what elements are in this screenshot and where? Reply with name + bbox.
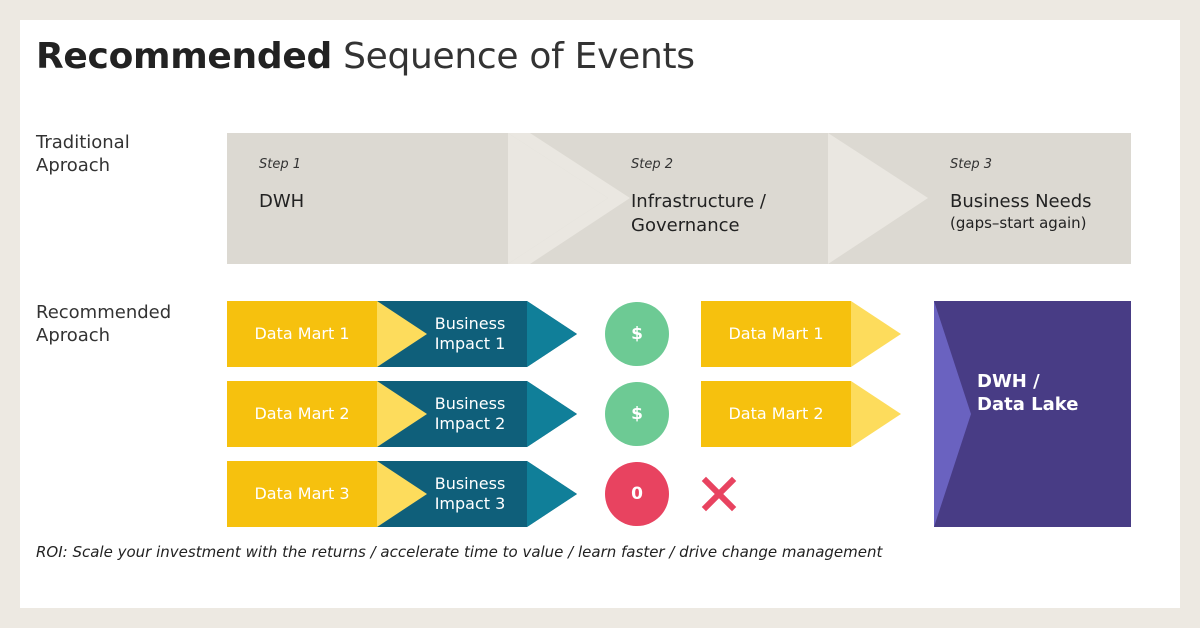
traditional-chevron-1: [508, 133, 630, 264]
impact-tip-3: [527, 461, 577, 527]
impact-label-1-line2: Impact 1: [434, 334, 506, 353]
title-bold: Recommended: [36, 36, 332, 77]
impact-label-3: Business Impact 3: [410, 461, 530, 527]
next-data-mart-label-2: Data Mart 2: [728, 404, 824, 423]
result-circle-2: [605, 382, 669, 446]
footer-note: ROI: Scale your investment with the retu…: [36, 543, 883, 561]
impact-label-1: Business Impact 1: [410, 301, 530, 367]
close-x-icon: [701, 476, 737, 512]
destination-label: DWH / Data Lake: [977, 370, 1078, 416]
recommended-label-line1: Recommended: [36, 302, 172, 323]
mart-arrow-3: [377, 461, 427, 527]
recommended-label: Recommended Aproach: [36, 301, 196, 347]
next-data-mart-box-2: [701, 381, 851, 447]
page-title: Recommended Sequence of Events: [36, 36, 695, 77]
result-circle-1: [605, 302, 669, 366]
result-value-3: 0: [631, 484, 643, 504]
next-mart-arrow-1: [851, 301, 901, 367]
next-mart-arrow-2: [851, 381, 901, 447]
step-3-sub: (gaps–start again): [950, 214, 1087, 232]
impact-label-2: Business Impact 2: [410, 381, 530, 447]
traditional-label: Traditional Aproach: [36, 131, 196, 177]
traditional-bar: [227, 133, 1131, 264]
next-data-mart-box-1: [701, 301, 851, 367]
traditional-chevron-1-fill: [508, 133, 608, 264]
result-value-2: $: [631, 404, 643, 424]
impact-label-2-line1: Business: [434, 394, 506, 413]
destination-accent: [934, 301, 971, 527]
mart-arrow-1: [377, 301, 427, 367]
mart-arrow-2: [377, 381, 427, 447]
impact-tip-1: [527, 301, 577, 367]
impact-tip-2: [527, 381, 577, 447]
traditional-chevron-2: [828, 133, 928, 264]
step-3-text: Business Needs: [950, 191, 1092, 212]
data-mart-label-2: Data Mart 2: [254, 404, 350, 423]
result-circle-3: [605, 462, 669, 526]
step-2-text-line1: Infrastructure /: [631, 191, 766, 212]
step-1-label: Step 1: [259, 157, 302, 172]
impact-label-3-line1: Business: [434, 474, 506, 493]
data-mart-label-1: Data Mart 1: [254, 324, 350, 343]
data-mart-box-3: [227, 461, 377, 527]
traditional-label-line1: Traditional: [36, 132, 130, 153]
impact-label-2-line2: Impact 2: [434, 414, 506, 433]
data-mart-box-2: [227, 381, 377, 447]
step-2-text: Infrastructure / Governance: [631, 190, 766, 238]
destination-label-line1: DWH /: [977, 371, 1040, 392]
data-mart-label-3: Data Mart 3: [254, 484, 350, 503]
result-value-1: $: [631, 324, 643, 344]
step-2-label: Step 2: [631, 157, 674, 172]
title-light: Sequence of Events: [343, 36, 695, 77]
traditional-label-line2: Aproach: [36, 155, 111, 176]
recommended-label-line2: Aproach: [36, 325, 111, 346]
step-1-text: DWH: [259, 191, 305, 212]
data-mart-box-1: [227, 301, 377, 367]
next-data-mart-label-1: Data Mart 1: [728, 324, 824, 343]
step-3-label: Step 3: [950, 157, 993, 172]
step-2-text-line2: Governance: [631, 215, 740, 236]
destination-label-line2: Data Lake: [977, 394, 1079, 415]
impact-label-3-line2: Impact 3: [434, 494, 506, 513]
impact-label-1-line1: Business: [434, 314, 506, 333]
